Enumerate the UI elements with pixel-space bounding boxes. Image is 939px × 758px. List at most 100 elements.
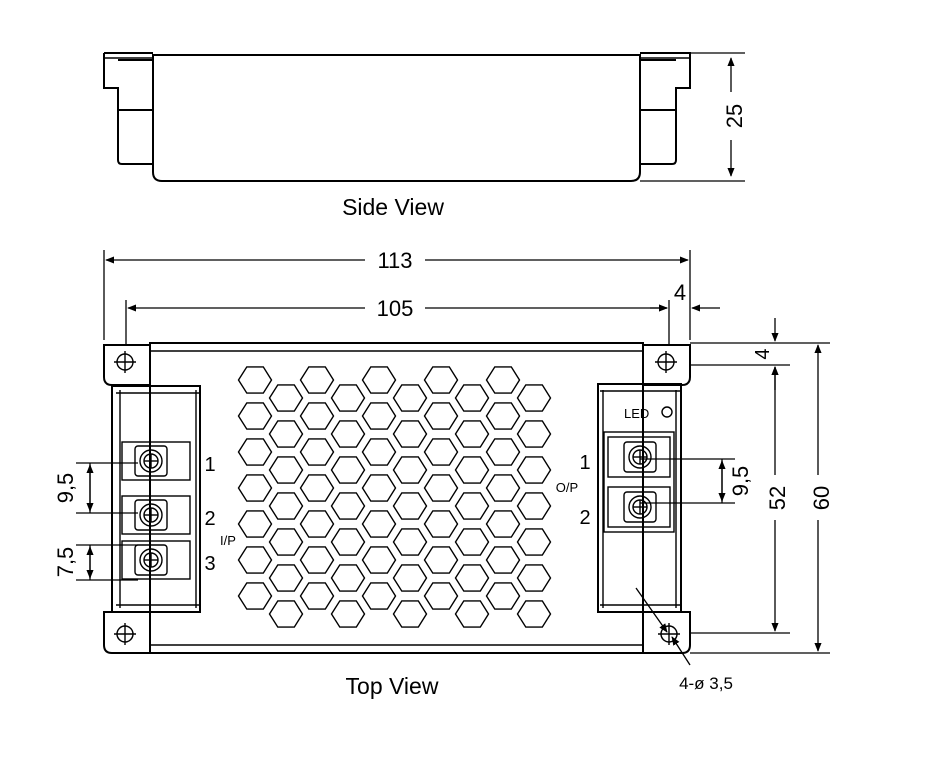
vent-hex bbox=[268, 528, 304, 556]
hole-spacing-width-dim: 105 bbox=[377, 296, 414, 321]
vent-hex bbox=[485, 438, 521, 466]
vent-hex bbox=[516, 492, 552, 520]
led-indicator-icon bbox=[661, 406, 673, 418]
vent-hex bbox=[423, 582, 459, 610]
vent-hex bbox=[299, 546, 335, 574]
vent-hex bbox=[237, 582, 273, 610]
vent-hex bbox=[361, 438, 397, 466]
input-screw-2 bbox=[134, 499, 168, 531]
input-screw-3 bbox=[134, 544, 168, 576]
input-pin-1: 1 bbox=[204, 454, 215, 476]
vent-hex bbox=[361, 402, 397, 430]
vent-hex bbox=[423, 366, 459, 394]
vent-hex bbox=[392, 600, 428, 628]
vent-hex bbox=[299, 474, 335, 502]
vent-hex bbox=[361, 510, 397, 538]
top-view-label: Top View bbox=[346, 673, 439, 699]
input-pin-2: 2 bbox=[204, 508, 215, 530]
vent-hex bbox=[330, 420, 366, 448]
vent-hex bbox=[237, 402, 273, 430]
vent-hex bbox=[268, 600, 304, 628]
edge-offset-vertical-dim: 4 bbox=[752, 348, 774, 359]
vent-hex bbox=[361, 582, 397, 610]
vent-hex bbox=[516, 528, 552, 556]
vent-hex bbox=[454, 384, 490, 412]
vent-hex bbox=[330, 600, 366, 628]
vent-hex bbox=[268, 564, 304, 592]
width-dimensions: 113 105 4 bbox=[103, 248, 720, 345]
vent-hex bbox=[299, 510, 335, 538]
ventilation-grid bbox=[237, 366, 552, 628]
vent-hex bbox=[330, 564, 366, 592]
vent-hex bbox=[454, 600, 490, 628]
vent-hex bbox=[299, 366, 335, 394]
vent-hex bbox=[237, 366, 273, 394]
vent-hex bbox=[299, 402, 335, 430]
vent-hex bbox=[237, 546, 273, 574]
input-label: I/P bbox=[220, 533, 236, 548]
vent-hex bbox=[330, 384, 366, 412]
vent-hex bbox=[330, 492, 366, 520]
vent-hex bbox=[423, 546, 459, 574]
height-dimensions: 4 52 60 bbox=[690, 318, 834, 654]
input-pitch-dim: 9,5 bbox=[53, 473, 78, 504]
vent-hex bbox=[268, 456, 304, 484]
side-view-label: Side View bbox=[342, 194, 444, 220]
vent-hex bbox=[485, 402, 521, 430]
output-label: O/P bbox=[556, 480, 578, 495]
vent-hex bbox=[454, 492, 490, 520]
vent-hex bbox=[516, 564, 552, 592]
vent-hex bbox=[454, 528, 490, 556]
vent-hex bbox=[423, 402, 459, 430]
vent-hex bbox=[485, 510, 521, 538]
vent-hex bbox=[268, 420, 304, 448]
led-label: LED bbox=[624, 406, 649, 421]
output-screw-1 bbox=[623, 441, 657, 473]
vent-hex bbox=[330, 456, 366, 484]
hole-spacing-height-dim: 52 bbox=[765, 486, 790, 510]
vent-hex bbox=[516, 456, 552, 484]
vent-hex bbox=[361, 366, 397, 394]
input-screw-1 bbox=[134, 445, 168, 477]
vent-hex bbox=[423, 510, 459, 538]
vent-hex bbox=[454, 564, 490, 592]
output-terminal-block bbox=[597, 383, 682, 613]
vent-hex bbox=[454, 420, 490, 448]
vent-hex bbox=[330, 528, 366, 556]
output-pin-2: 2 bbox=[579, 507, 590, 529]
input-pitch-small-dim: 7,5 bbox=[53, 547, 78, 578]
output-pin-1: 1 bbox=[579, 452, 590, 474]
input-terminal-block bbox=[111, 385, 201, 613]
vent-hex bbox=[392, 384, 428, 412]
vent-hex bbox=[299, 582, 335, 610]
vent-hex bbox=[454, 456, 490, 484]
vent-hex bbox=[392, 456, 428, 484]
overall-height-dim: 60 bbox=[809, 486, 834, 510]
vent-hex bbox=[485, 546, 521, 574]
mounting-holes-dim: 4-ø 3,5 bbox=[679, 674, 733, 693]
vent-hex bbox=[485, 366, 521, 394]
input-pin-3: 3 bbox=[204, 553, 215, 575]
vent-hex bbox=[392, 564, 428, 592]
vent-hex bbox=[268, 492, 304, 520]
vent-hex bbox=[392, 420, 428, 448]
vent-hex bbox=[237, 438, 273, 466]
vent-hex bbox=[361, 474, 397, 502]
top-view: 1 2 3 I/P 9,5 7,5 LED bbox=[53, 342, 753, 699]
vent-hex bbox=[423, 438, 459, 466]
vent-hex bbox=[361, 546, 397, 574]
vent-hex bbox=[392, 492, 428, 520]
vent-hex bbox=[423, 474, 459, 502]
output-screw-2 bbox=[623, 491, 657, 523]
edge-offset-horizontal-dim: 4 bbox=[674, 280, 686, 305]
side-view: 25 Side View bbox=[103, 52, 747, 220]
vent-hex bbox=[268, 384, 304, 412]
vent-hex bbox=[516, 600, 552, 628]
vent-hex bbox=[485, 582, 521, 610]
overall-width-dim: 113 bbox=[377, 248, 412, 273]
output-pitch-dim: 9,5 bbox=[728, 466, 753, 497]
side-height-dim: 25 bbox=[722, 104, 747, 128]
vent-hex bbox=[392, 528, 428, 556]
vent-hex bbox=[516, 384, 552, 412]
